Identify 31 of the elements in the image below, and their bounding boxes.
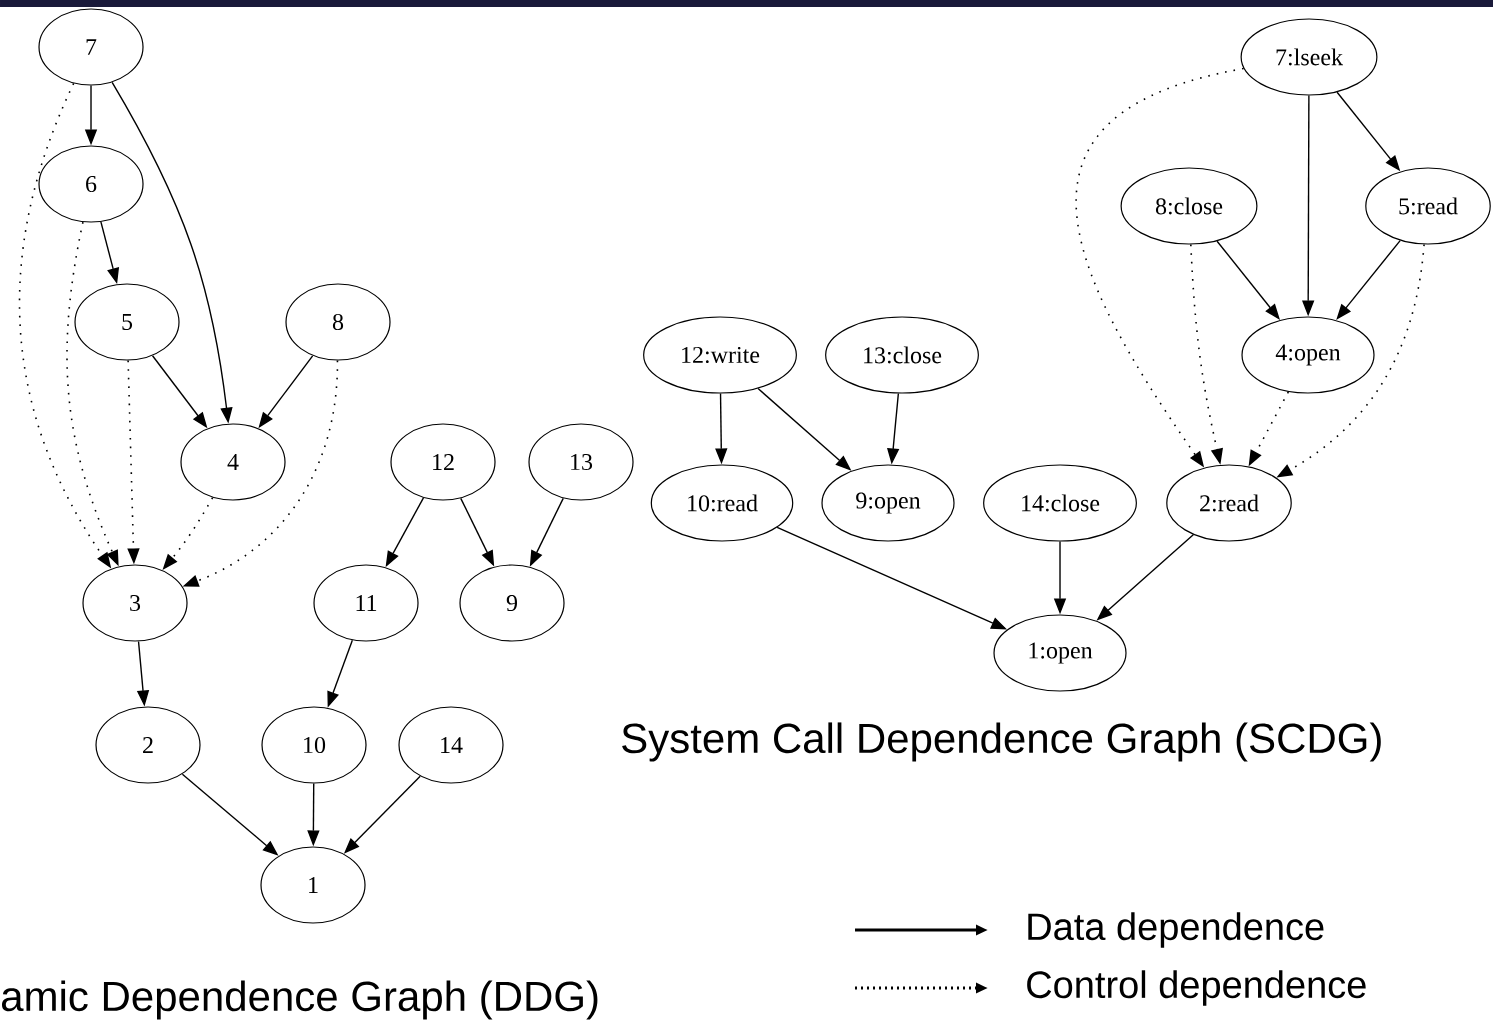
legend-label: Control dependence: [1027, 970, 1366, 1006]
graph-node: 12:write: [643, 316, 797, 394]
graph-node: 9: [459, 564, 565, 642]
graph-node: 8:close: [1120, 167, 1258, 245]
graph-node: 10: [261, 706, 367, 784]
graph-caption: System Call Dependence Graph (SCDG): [622, 722, 1381, 762]
graph-node: 2: [95, 706, 201, 784]
graph-node: 6: [38, 145, 144, 223]
graph-node: 11: [313, 564, 419, 642]
graph-node: 2:read: [1166, 464, 1292, 542]
graph-node: 13: [528, 423, 634, 501]
graph-node: 7: [38, 8, 144, 86]
arrow: [1336, 239, 1401, 320]
graph-caption: amic Dependence Graph (DDG): [2, 980, 598, 1020]
graph-node: 12: [390, 423, 496, 501]
graph-node: 9:open: [821, 464, 955, 542]
graph-node: 4:open: [1241, 316, 1375, 394]
graph-node: 1:open: [993, 614, 1127, 692]
arrow: [1216, 240, 1280, 320]
graph-node: 5:read: [1365, 167, 1491, 245]
graph-node: 13:close: [825, 316, 979, 394]
graph-node: 7:lseek: [1240, 18, 1378, 96]
graph-node: 10:read: [650, 464, 794, 542]
graph-node: 1: [260, 846, 366, 924]
graph-node: 4: [180, 423, 286, 501]
legend-label: Data dependence: [1028, 912, 1324, 948]
graph-node: 14:close: [983, 464, 1137, 542]
graph-node: 14: [398, 706, 504, 784]
graph-node: 3: [82, 564, 188, 642]
graph-node: 5: [74, 283, 180, 361]
graph-node: 8: [285, 283, 391, 361]
